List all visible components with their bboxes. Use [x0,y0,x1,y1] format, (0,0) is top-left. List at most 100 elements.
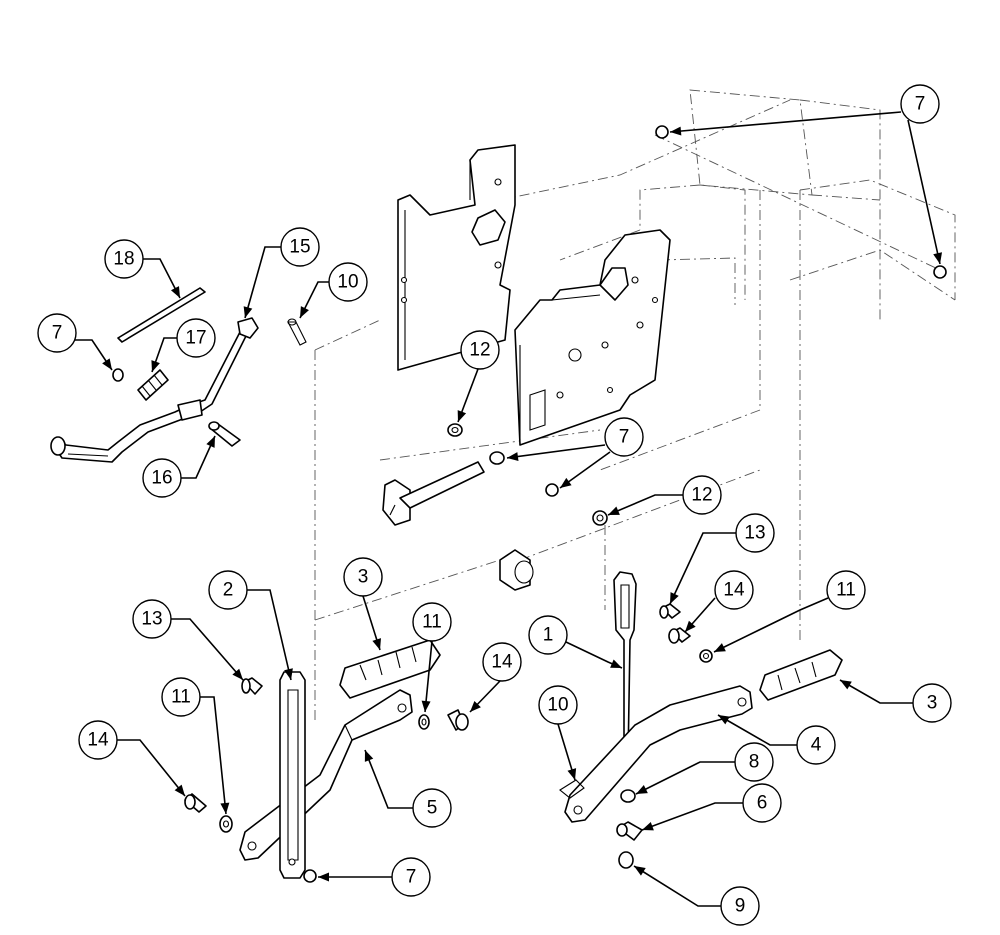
callout-c7b-leader-line [75,339,113,371]
callout-c17-circle [176,318,216,358]
mower-frame-outline [314,89,956,720]
left-hardware [184,677,469,883]
callout-c15-circle [280,227,320,267]
callout-c11b-arrowhead [421,700,431,712]
callout-c3a-label: 3 [358,567,369,588]
callout-c3a-arrowhead [372,638,381,650]
callout-c10b-arrowhead [567,768,577,780]
callout-c7c-circle [604,417,644,457]
callout-c14b-arrowhead [470,700,481,712]
callout-c7c-leader-line [506,444,606,459]
callout-c18-circle [104,239,144,279]
callout-c5-leader-line [364,749,413,809]
callout-c3b-label: 3 [927,693,938,714]
callout-c13b-label: 13 [744,523,765,544]
callout-c2-circle [208,570,248,610]
callout-c7b-arrowhead [102,358,112,370]
callout-c11c-label: 11 [836,580,856,601]
callout-c10a-arrowhead [300,306,309,318]
callout-c11c-circle [826,570,866,610]
callout-c11b-label: 11 [422,612,442,633]
callout-c10b-label: 10 [547,695,568,716]
callout-c5-circle [412,788,452,828]
callout-c9-label: 9 [735,896,746,917]
callout-c7b-label: 7 [52,323,63,344]
callout-c14a-label: 14 [87,730,109,751]
callout-c14c-circle [714,570,754,610]
callout-c13a-arrowhead [232,668,243,680]
callout-c6-label: 6 [757,793,768,814]
callout-c10a-label: 10 [337,272,358,293]
right-hardware [559,603,713,869]
callout-c13a-label: 13 [141,609,162,630]
callout-c7d-circle [391,857,431,897]
callout-c14c-label: 14 [723,580,745,601]
right-link-rod-1 [613,571,637,761]
callout-c8-label: 8 [749,752,760,773]
callout-c12b-label: 12 [691,485,712,506]
callout-c4-label: 4 [811,735,822,756]
callout-c7b-circle [37,313,77,353]
callout-c17-label: 17 [185,328,206,349]
left-link-2 [279,671,306,879]
callout-c15-leader-line [244,246,281,319]
right-lift-arm-4 [564,685,753,823]
callout-c12b-leader-line [607,494,683,516]
callout-c6-circle [742,783,782,823]
lift-lever-linkage [50,287,259,463]
callout-c1-label: 1 [543,625,554,646]
callout-c14a-circle [78,720,118,760]
callout-c2-arrowhead [284,668,293,680]
callout-c14c-arrowhead [685,620,696,632]
callout-c7c-arrowhead [507,452,519,462]
shaft-hardware [447,125,947,526]
cross-shaft [382,461,534,591]
callout-c3b-leader-line [839,679,913,704]
callout-c14b-circle [482,642,522,682]
callout-c16-leader-line [180,435,216,479]
callout-c12a-arrowhead [457,410,467,422]
callout-c4-leader-line [717,714,797,746]
left-side-plate [397,144,516,371]
callout-c8-circle [734,742,774,782]
callout-c12a-label: 12 [469,340,490,361]
callout-c9-leader-line [633,865,721,907]
callout-c2-leader-line [246,589,292,681]
right-side-plate [514,229,671,446]
callout-c5-label: 5 [427,798,438,819]
callout-c18-arrowhead [170,286,180,298]
callout-c11c-leader-line [713,597,829,653]
callout-c7c-2-arrowhead [560,477,572,488]
callout-c3b-arrowhead [840,680,852,690]
callout-c4-arrowhead [718,715,730,725]
callout-c16-label: 16 [151,468,172,489]
callout-c4-circle [796,725,836,765]
callout-c11a-label: 11 [171,687,191,708]
callout-c7a-2-arrowhead [933,252,943,264]
callout-c16-circle [142,458,182,498]
callout-c13b-circle [735,513,775,553]
callout-c15-label: 15 [289,237,310,258]
callout-c10a-circle [328,262,368,302]
callout-c7c-label: 7 [619,427,630,448]
callout-c13b-arrowhead [670,592,679,604]
callout-c8-leader-line [635,761,735,795]
callout-c11c-arrowhead [714,643,726,652]
right-bracket-3 [759,649,843,701]
callout-c7a-2-leader-line [907,119,941,265]
callout-c18-leader-line [142,258,181,299]
callout-c7a-leader-line [669,111,902,133]
callout-c11a-arrowhead [220,802,230,814]
callout-c7d-arrowhead [318,872,329,882]
callout-c11b-leader-line [424,640,433,713]
callout-c13a-circle [132,599,172,639]
callout-c15-arrowhead [243,306,253,318]
left-bracket-3 [339,639,441,699]
callout-c9-arrowhead [634,866,646,876]
callout-c11a-circle [161,677,201,717]
callout-c14a-arrowhead [174,784,185,796]
callout-c17-arrowhead [151,360,160,372]
